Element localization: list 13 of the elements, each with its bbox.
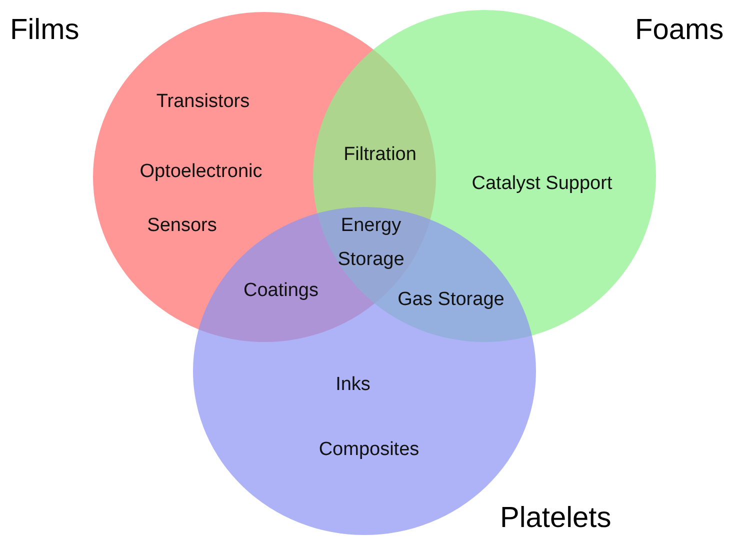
region-label: Energy Storage (336, 214, 406, 272)
region-label: Catalyst Support (470, 172, 614, 196)
region-label: Optoelectronic (138, 160, 264, 184)
set-title: Platelets (500, 501, 612, 536)
set-title: Films (10, 13, 80, 48)
region-label: Sensors (146, 214, 218, 238)
region-label: Composites (318, 438, 420, 462)
region-label: Coatings (242, 279, 320, 303)
region-label: Transistors (155, 90, 251, 114)
region-label: Filtration (342, 143, 418, 167)
region-label: Inks (334, 373, 372, 397)
set-title: Foams (635, 13, 724, 48)
region-label: Gas Storage (396, 288, 506, 312)
